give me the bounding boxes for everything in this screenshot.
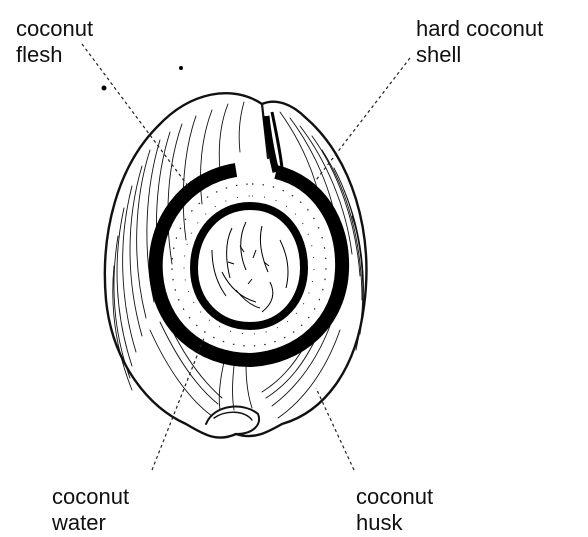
label-coconut-flesh-line2: flesh: [16, 42, 93, 68]
coconut-water-cavity: [194, 206, 304, 326]
leader-flesh: [82, 44, 188, 186]
water-texture: [212, 222, 288, 312]
husk-outline: [105, 93, 367, 437]
label-coconut-water: coconut water: [52, 484, 129, 536]
husk-fibres-left: [113, 102, 244, 390]
shell-ring: [156, 170, 342, 360]
label-coconut-husk: coconut husk: [356, 484, 433, 536]
stray-marks: [102, 66, 184, 91]
label-coconut-husk-line2: husk: [356, 510, 433, 536]
leader-water: [152, 338, 204, 470]
husk-bottom-end: [206, 407, 259, 434]
label-coconut-flesh-line1: coconut: [16, 16, 93, 42]
label-coconut-water-line1: coconut: [52, 484, 129, 510]
label-coconut-flesh: coconut flesh: [16, 16, 93, 68]
label-coconut-husk-line1: coconut: [356, 484, 433, 510]
husk-bottom-end-detail: [214, 412, 252, 420]
leader-shell: [316, 58, 410, 180]
label-hard-coconut-shell-line2: shell: [416, 42, 543, 68]
label-coconut-water-line2: water: [52, 510, 129, 536]
flesh-dots-inner: [184, 196, 314, 334]
label-hard-coconut-shell: hard coconut shell: [416, 16, 543, 68]
coconut-husk: [105, 93, 367, 437]
label-hard-coconut-shell-line1: hard coconut: [416, 16, 543, 42]
